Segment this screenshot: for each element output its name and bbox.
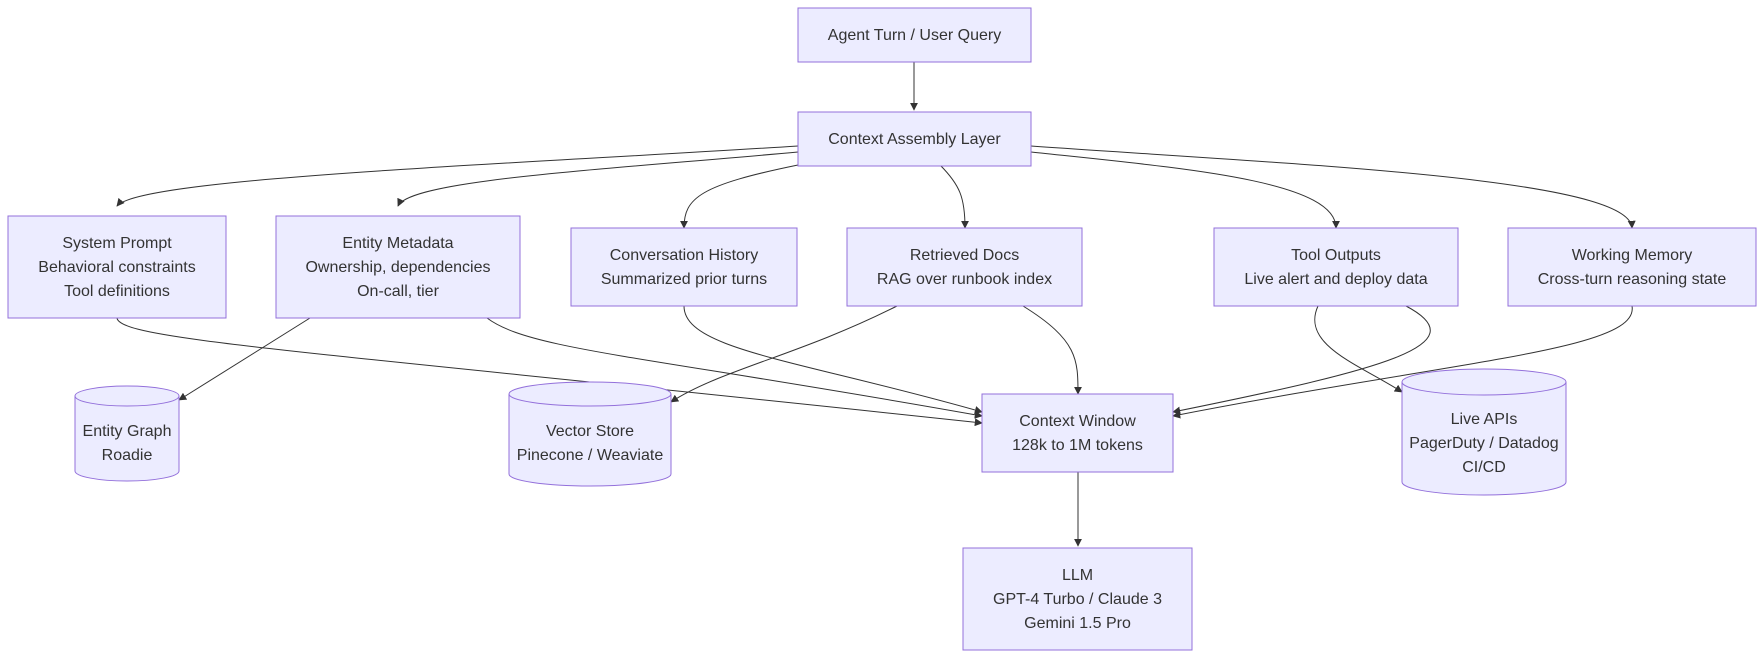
live-apis-line-2: PagerDuty / Datadog xyxy=(1409,435,1558,452)
node-llm: LLM GPT-4 Turbo / Claude 3 Gemini 1.5 Pr… xyxy=(962,547,1193,651)
edge-system-prompt-to-context-window xyxy=(116,317,983,427)
vector-store-line-2: Pinecone / Weaviate xyxy=(517,447,664,464)
retrieved-docs-title: Retrieved Docs xyxy=(910,247,1019,264)
node-context-assembly-layer: Context Assembly Layer xyxy=(797,111,1032,167)
system-prompt-title: System Prompt xyxy=(62,235,172,252)
agent-turn-label: Agent Turn / User Query xyxy=(828,27,1001,44)
edge-context-assembly-to-retrieved-docs xyxy=(939,164,969,229)
edge-entity-metadata-to-entity-graph xyxy=(178,317,311,401)
edge-context-assembly-to-entity-metadata xyxy=(397,151,799,207)
edge-conversation-history-to-context-window xyxy=(683,305,983,414)
entity-graph-line-2: Roadie xyxy=(102,447,153,464)
node-tool-outputs: Tool Outputs Live alert and deploy data xyxy=(1213,227,1459,307)
node-context-window: Context Window 128k to 1M tokens xyxy=(981,393,1174,473)
system-prompt-line-3: Tool definitions xyxy=(64,283,170,300)
tool-outputs-line-2: Live alert and deploy data xyxy=(1244,271,1427,288)
entity-metadata-line-2: Ownership, dependencies xyxy=(305,259,490,276)
working-memory-line-2: Cross-turn reasoning state xyxy=(1538,271,1727,288)
context-window-line-2: 128k to 1M tokens xyxy=(1012,437,1143,454)
live-apis-title: Live APIs xyxy=(1451,411,1518,428)
edges xyxy=(116,62,1636,547)
conversation-history-title: Conversation History xyxy=(610,247,759,264)
llm-title: LLM xyxy=(1062,567,1093,584)
node-system-prompt: System Prompt Behavioral constraints Too… xyxy=(7,215,227,319)
context-window-title: Context Window xyxy=(1019,413,1136,430)
tool-outputs-title: Tool Outputs xyxy=(1291,247,1381,264)
entity-metadata-line-3: On-call, tier xyxy=(357,283,439,300)
node-vector-store: Vector Store Pinecone / Weaviate xyxy=(508,381,672,487)
node-conversation-history: Conversation History Summarized prior tu… xyxy=(570,227,798,307)
node-agent-turn: Agent Turn / User Query xyxy=(797,7,1032,63)
node-working-memory: Working Memory Cross-turn reasoning stat… xyxy=(1507,227,1757,307)
edge-retrieved-docs-to-vector-store xyxy=(670,305,898,403)
edge-context-assembly-to-working-memory xyxy=(1030,145,1636,229)
system-prompt-line-2: Behavioral constraints xyxy=(38,259,195,276)
working-memory-title: Working Memory xyxy=(1572,247,1693,264)
edge-context-assembly-to-conversation-history xyxy=(680,164,799,229)
conversation-history-line-2: Summarized prior turns xyxy=(601,271,767,288)
node-retrieved-docs: Retrieved Docs RAG over runbook index xyxy=(846,227,1083,307)
node-live-apis: Live APIs PagerDuty / Datadog CI/CD xyxy=(1401,368,1567,496)
vector-store-title: Vector Store xyxy=(546,423,634,440)
llm-line-2: GPT-4 Turbo / Claude 3 xyxy=(993,591,1162,608)
node-entity-metadata: Entity Metadata Ownership, dependencies … xyxy=(275,215,521,319)
edge-context-assembly-to-system-prompt xyxy=(116,145,799,207)
llm-line-3: Gemini 1.5 Pro xyxy=(1024,615,1131,632)
edge-retrieved-docs-to-context-window xyxy=(1022,305,1082,395)
retrieved-docs-line-2: RAG over runbook index xyxy=(877,271,1052,288)
live-apis-line-3: CI/CD xyxy=(1462,459,1506,476)
entity-metadata-title: Entity Metadata xyxy=(342,235,453,252)
edge-tool-outputs-to-context-window xyxy=(1172,305,1431,415)
context-assembly-label: Context Assembly Layer xyxy=(828,131,1001,148)
entity-graph-title: Entity Graph xyxy=(83,423,172,440)
edge-tool-outputs-to-live-apis xyxy=(1314,305,1403,393)
edge-entity-metadata-to-context-window xyxy=(486,317,983,419)
edge-working-memory-to-context-window xyxy=(1172,305,1633,419)
node-entity-graph: Entity Graph Roadie xyxy=(74,385,180,482)
edge-context-assembly-to-tool-outputs xyxy=(1030,151,1340,229)
